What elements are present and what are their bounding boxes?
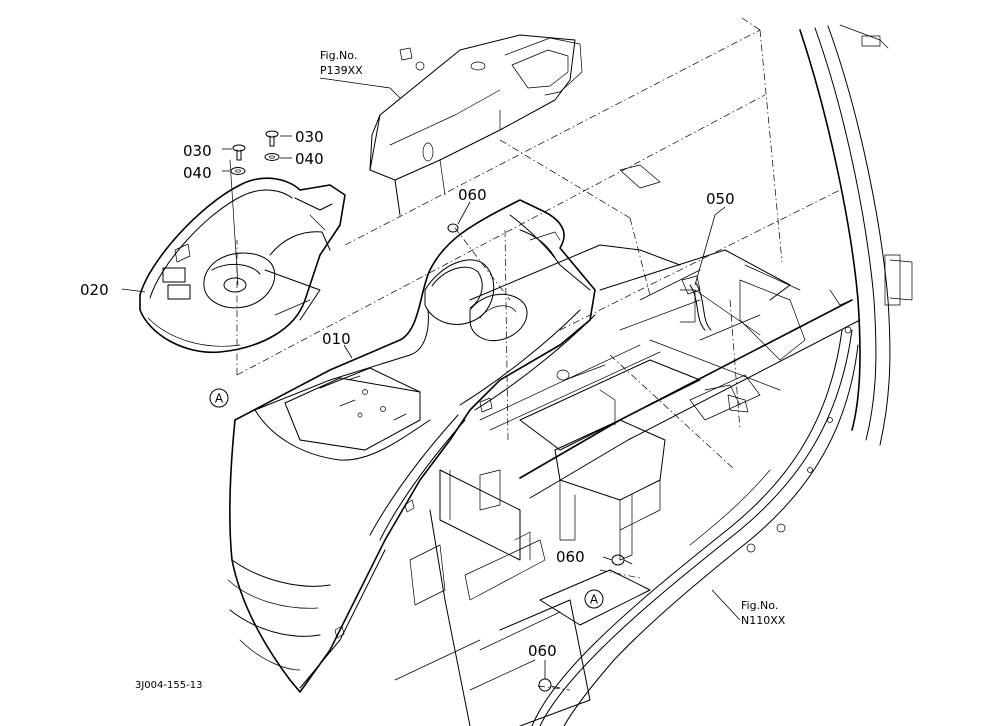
callout-030-right: 030 bbox=[295, 128, 324, 146]
drawing-code: 3J004-155-13 bbox=[135, 680, 202, 691]
floor-structure bbox=[394, 164, 761, 726]
screw-030-left-icon bbox=[232, 144, 246, 161]
reference-a-lower: A bbox=[584, 589, 604, 609]
fig-ref-right-label: Fig.No. bbox=[741, 599, 778, 612]
fig-ref-top-number: P139XX bbox=[320, 64, 363, 77]
assembly-lines bbox=[236, 17, 841, 691]
leader-lines bbox=[121, 77, 741, 679]
callout-050: 050 bbox=[706, 190, 735, 208]
callout-030-left: 030 bbox=[183, 142, 212, 160]
callout-060-mid: 060 bbox=[556, 548, 585, 566]
callout-060-top: 060 bbox=[458, 186, 487, 204]
cable-050 bbox=[681, 275, 712, 331]
rivet-060-top-icon bbox=[447, 223, 459, 233]
reference-a-upper: A bbox=[209, 388, 229, 408]
callout-020: 020 bbox=[80, 281, 109, 299]
fasteners bbox=[230, 130, 633, 692]
fig-ref-right: Fig.No. N110XX bbox=[741, 599, 786, 627]
reference-a-lower-label: A bbox=[590, 593, 599, 607]
callout-040-right: 040 bbox=[295, 150, 324, 168]
upper-panel bbox=[369, 34, 583, 216]
cab-frame bbox=[519, 24, 913, 726]
callout-040-left: 040 bbox=[183, 164, 212, 182]
fig-ref-top-label: Fig.No. bbox=[320, 49, 357, 62]
washer-040-right-icon bbox=[264, 153, 280, 161]
fig-ref-right-number: N110XX bbox=[741, 614, 786, 627]
callout-060-bottom: 060 bbox=[528, 642, 557, 660]
fig-ref-top: Fig.No. P139XX bbox=[320, 49, 363, 77]
callouts: 030 040 030 040 020 010 060 050 060 060 bbox=[80, 128, 735, 660]
callout-010: 010 bbox=[322, 330, 351, 348]
reference-a-upper-label: A bbox=[215, 392, 224, 406]
washer-040-left-icon bbox=[230, 167, 246, 175]
part-010-console bbox=[227, 199, 596, 693]
screw-030-right-icon bbox=[265, 130, 279, 147]
part-020-tray bbox=[139, 159, 346, 354]
